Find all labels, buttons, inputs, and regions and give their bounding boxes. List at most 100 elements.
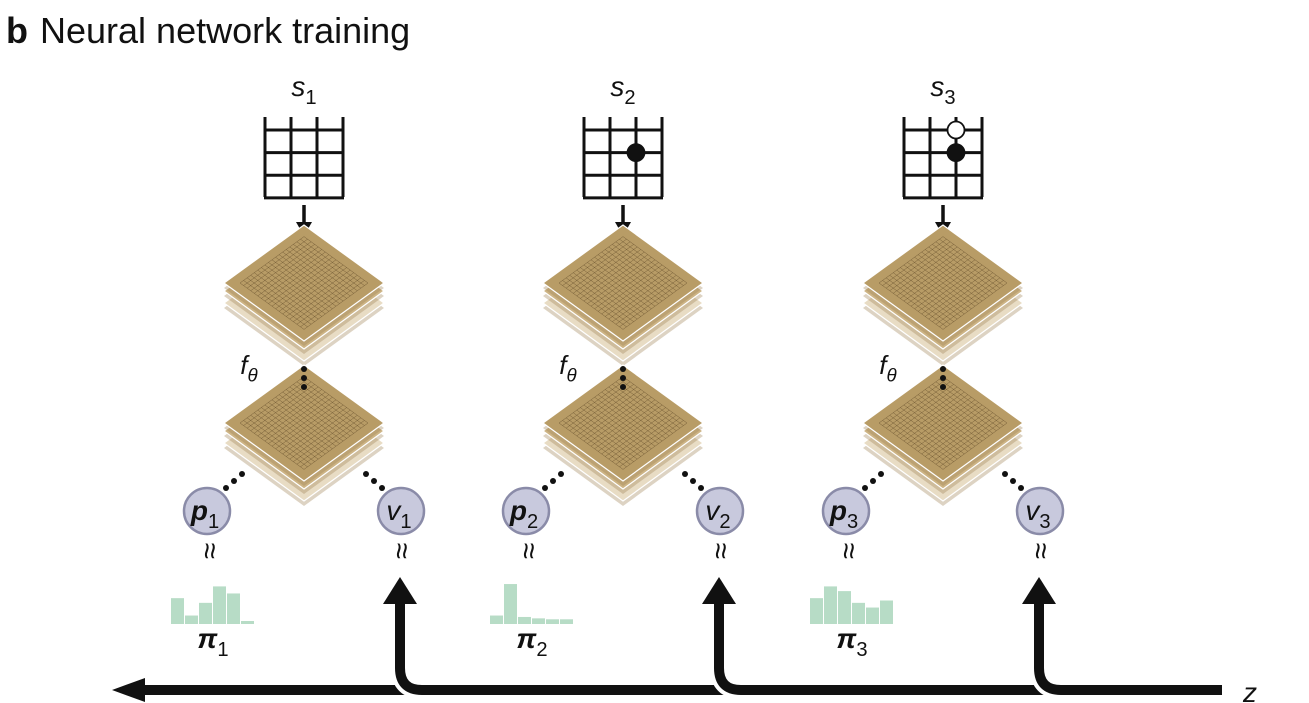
value-node [695, 486, 745, 536]
policy-label: p1 [190, 495, 219, 533]
network-top-stack [222, 224, 386, 366]
policy-label-symbol: p [190, 495, 208, 526]
board-grid-line [296, 417, 362, 465]
search-probs-label-symbol: π [836, 623, 857, 654]
layer-dots [301, 384, 307, 390]
network-bottom-stack [222, 364, 386, 506]
board-grid-line [942, 282, 1008, 330]
network-label-symbol: f [240, 350, 250, 380]
state-label-3-subscript: 3 [944, 87, 955, 109]
board-grid-line [558, 282, 624, 330]
value-dots [363, 471, 369, 477]
histogram-bar [838, 591, 851, 624]
board-grid-line [622, 422, 688, 470]
network-bottom-stack [541, 364, 705, 506]
value-target-arrow-shaft [714, 602, 742, 695]
board-grid-line [882, 280, 947, 328]
histogram-bar [824, 586, 837, 624]
network-label-subscript: θ [887, 364, 897, 385]
board-grid-line [939, 420, 1004, 468]
board-grid-line [243, 420, 308, 468]
board-grid-line [300, 280, 365, 328]
policy-approx-sign: ≈ [832, 543, 865, 559]
policy-label-subscript: 2 [527, 511, 538, 533]
board-grid-line [619, 420, 684, 468]
search-probabilities-histogram [171, 586, 254, 624]
histogram-bar [171, 598, 184, 624]
network-top-stack [861, 224, 1025, 366]
state-label-1: s1 [291, 71, 316, 109]
policy-approx-sign: ≈ [193, 543, 226, 559]
board-grid-line [250, 415, 315, 462]
policy-label: p3 [829, 495, 858, 533]
board-grid-line [889, 275, 954, 322]
value-label-symbol: v [705, 495, 721, 526]
histogram-bar [213, 586, 226, 624]
policy-node [821, 486, 871, 536]
histogram-bar [490, 615, 503, 624]
policy-dots [558, 471, 564, 477]
search-probs-label-subscript: 3 [856, 639, 867, 661]
histogram-bar [518, 616, 531, 624]
board-grid-line [562, 420, 627, 468]
search-probs-label-symbol: π [197, 623, 218, 654]
panel-title-text: Neural network training [40, 10, 411, 51]
policy-dots [223, 485, 229, 491]
value-label-subscript: 2 [719, 511, 730, 533]
state-label-1-symbol: s [291, 71, 305, 102]
value-target-arrow-shaft [395, 602, 423, 695]
state-label-2-symbol: s [610, 71, 624, 102]
policy-dots [231, 478, 237, 484]
value-dots [379, 485, 385, 491]
value-dots [682, 471, 688, 477]
search-probs-label: π1 [197, 623, 228, 661]
panel-letter: b [6, 10, 28, 51]
board-grid-line [878, 282, 944, 330]
state-label-2-subscript: 2 [624, 87, 635, 109]
board-grid-line [565, 417, 631, 465]
value-label-symbol: v [1025, 495, 1041, 526]
network-label-subscript: θ [567, 364, 577, 385]
black-stone [946, 143, 966, 163]
network-label-symbol: f [879, 350, 889, 380]
board-grid-line [935, 277, 1001, 325]
value-dots [371, 478, 377, 484]
search-probs-label: π3 [836, 623, 867, 661]
policy-approx-sign: ≈ [512, 543, 545, 559]
histogram-bar [185, 615, 198, 624]
layer-dots [301, 375, 307, 381]
network-label: fθ [240, 350, 257, 385]
network-label-subscript: θ [248, 364, 258, 385]
board-grid-line [562, 280, 627, 328]
network-label: fθ [559, 350, 576, 385]
histogram-bar [504, 584, 517, 624]
outcome-arrow-head-left [112, 678, 145, 702]
policy-label-symbol: p [509, 495, 527, 526]
histogram-bar [199, 602, 212, 624]
value-node [376, 486, 426, 536]
board-grid-line [303, 422, 369, 470]
search-probs-label: π2 [516, 623, 547, 661]
state-label-3: s3 [930, 71, 955, 109]
board-grid-line [558, 422, 624, 470]
board-grid-line [878, 422, 944, 470]
value-node [1015, 486, 1065, 536]
board-grid-line [565, 277, 631, 325]
layer-dots [301, 366, 307, 372]
value-dots [1010, 478, 1016, 484]
histogram-bar [546, 619, 559, 624]
histogram-bar [532, 618, 545, 624]
policy-label: p2 [509, 495, 538, 533]
network-bottom-stack [861, 364, 1025, 506]
board-grid-line [569, 415, 634, 462]
state-label-2: s2 [610, 71, 635, 109]
state-label-3-symbol: s [930, 71, 944, 102]
board-grid-line [939, 280, 1004, 328]
policy-dots [542, 485, 548, 491]
board-grid-line [246, 417, 312, 465]
layer-dots [620, 366, 626, 372]
